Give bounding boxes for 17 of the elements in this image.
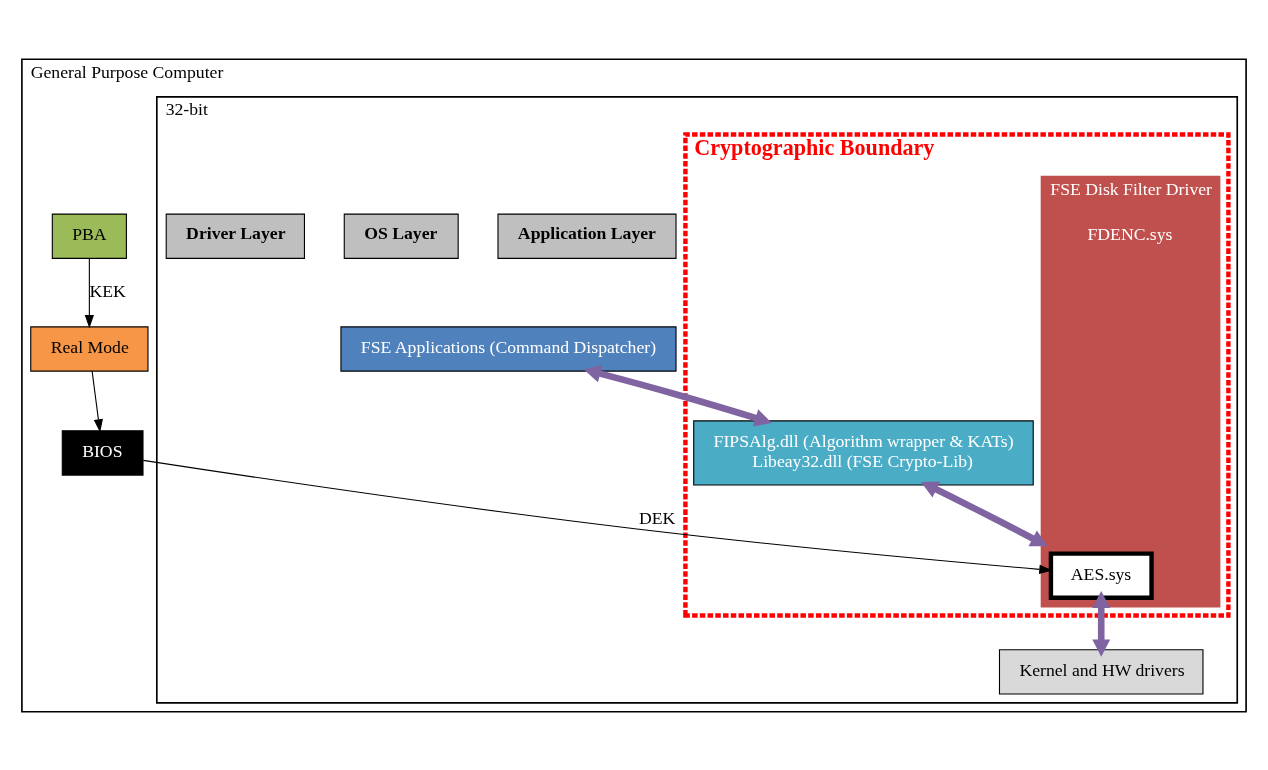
node-box: AES.sys <box>1048 550 1154 600</box>
node-box: Driver Layer <box>165 213 305 259</box>
node-box: FIPSAlg.dll (Algorithm wrapper & KATs) Libeay32.dll (FSE Crypto-Lib) <box>693 419 1034 486</box>
edge-label: DEK <box>639 507 676 528</box>
arrow <box>1092 590 1111 657</box>
arrow <box>91 370 103 432</box>
node-box: BIOS <box>61 429 144 476</box>
edge-label: KEK <box>89 280 126 301</box>
arrow <box>84 257 94 328</box>
node-box: OS Layer <box>343 213 459 259</box>
arrow <box>583 364 772 426</box>
node-box: PBA <box>51 213 127 259</box>
arrow <box>921 480 1048 546</box>
node-box: Application Layer <box>497 213 677 259</box>
node-box: FSE Applications (Command Dispatcher) <box>340 325 677 372</box>
node-box: Real Mode <box>30 325 149 372</box>
node-box: Kernel and HW drivers <box>998 648 1204 695</box>
